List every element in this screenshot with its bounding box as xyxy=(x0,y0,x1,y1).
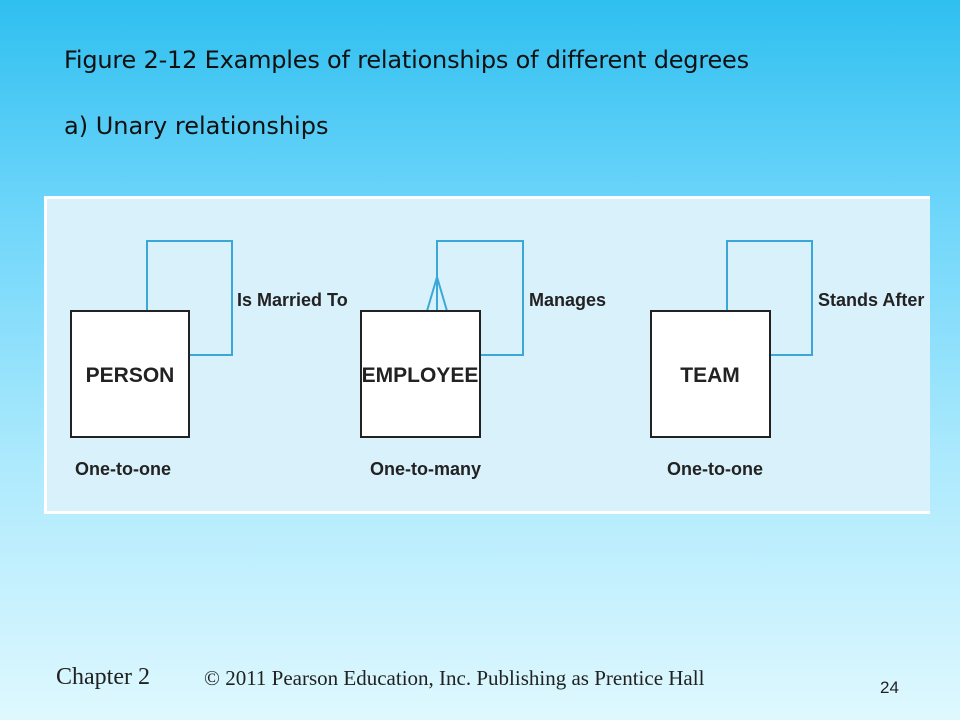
relationship-team: TEAM Stands After One-to-one xyxy=(650,240,924,479)
entity-label: TEAM xyxy=(680,364,740,387)
entity-box xyxy=(70,310,190,438)
loop-line xyxy=(436,240,524,356)
entity-box xyxy=(650,310,771,438)
relationship-employee: EMPLOYEE Manages One-to-many xyxy=(360,240,606,479)
slide-title: Figure 2-12 Examples of relationships of… xyxy=(64,46,749,74)
relationship-label: Stands After xyxy=(818,290,924,310)
loop-line xyxy=(146,240,233,356)
loop-line xyxy=(726,240,813,356)
footer-copyright: © 2011 Pearson Education, Inc. Publishin… xyxy=(204,666,705,690)
cardinality-label: One-to-one xyxy=(75,459,171,479)
footer-chapter: Chapter 2 xyxy=(56,664,150,690)
page-number: 24 xyxy=(880,678,899,697)
cardinality-label: One-to-one xyxy=(667,459,763,479)
entity-label: EMPLOYEE xyxy=(362,364,479,387)
entity-box xyxy=(360,310,481,438)
entity-label: PERSON xyxy=(86,364,175,387)
diagram-panel: PERSON Is Married To One-to-one EMPLOYEE… xyxy=(44,196,930,514)
slide-subtitle: a) Unary relationships xyxy=(64,112,329,140)
crows-foot-icon xyxy=(426,273,448,312)
unary-relationships-diagram: PERSON Is Married To One-to-one EMPLOYEE… xyxy=(70,240,924,479)
relationship-label: Is Married To xyxy=(237,290,348,310)
relationship-person: PERSON Is Married To One-to-one xyxy=(70,240,348,479)
relationship-label: Manages xyxy=(529,290,606,310)
cardinality-label: One-to-many xyxy=(370,459,481,479)
